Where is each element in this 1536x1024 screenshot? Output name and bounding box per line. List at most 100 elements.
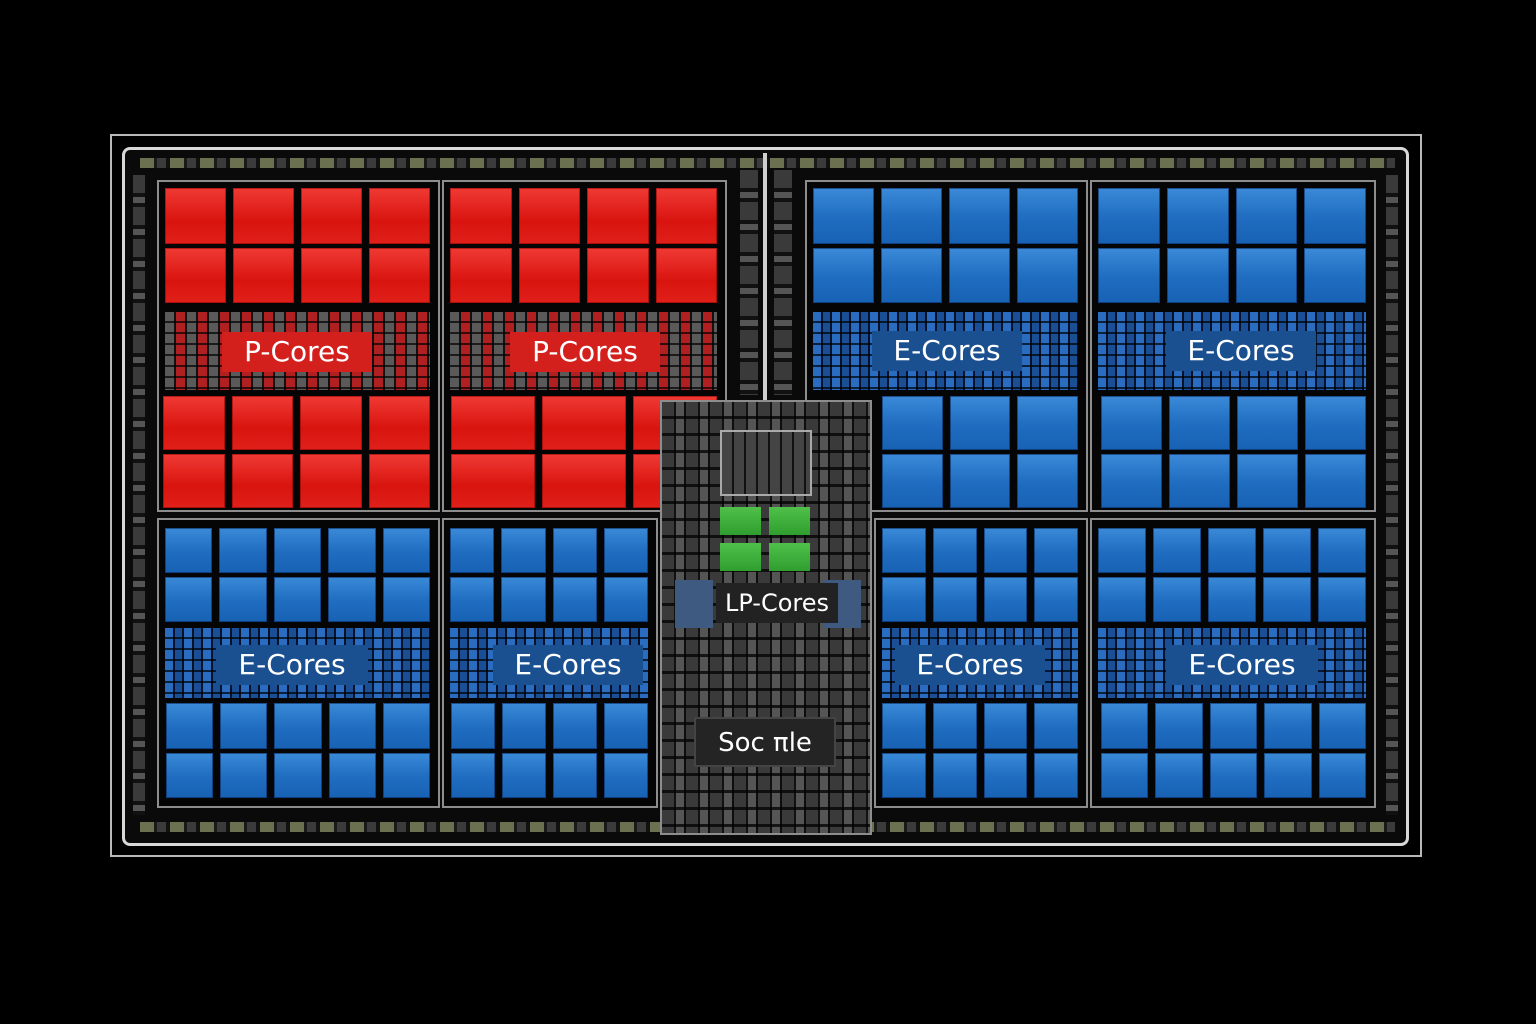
- p-core: [163, 396, 225, 450]
- e-core: [603, 577, 648, 622]
- e-core: [382, 703, 430, 749]
- p-core: [369, 247, 430, 303]
- e-core: [219, 577, 267, 622]
- soc-tile-label: Soc πle: [694, 717, 836, 767]
- p-core: [655, 247, 717, 303]
- lp-cores-label: LP-Cores: [716, 583, 838, 623]
- e-core: [1264, 752, 1312, 798]
- e-core: [1098, 188, 1160, 244]
- e-core: [382, 577, 430, 622]
- p-core: [542, 396, 626, 450]
- e-core: [1237, 396, 1298, 450]
- e-core: [983, 577, 1028, 622]
- p-core: [451, 396, 535, 450]
- p-core: [450, 247, 512, 303]
- e-core: [1017, 454, 1078, 508]
- p-core: [369, 188, 430, 244]
- e-cores-label-bottom-1: E-Cores: [216, 645, 368, 685]
- e-core: [813, 247, 874, 303]
- e-core: [328, 703, 376, 749]
- e-core: [983, 752, 1028, 798]
- e-core: [501, 577, 546, 622]
- e-core: [1166, 188, 1229, 244]
- p-core: [233, 188, 294, 244]
- p-cores-label-1: P-Cores: [222, 332, 372, 372]
- e-core: [1263, 528, 1311, 573]
- e-core: [1017, 188, 1078, 244]
- e-core: [1208, 577, 1256, 622]
- e-core: [1153, 528, 1201, 573]
- e-core: [165, 577, 213, 622]
- e-core: [273, 528, 322, 573]
- e-cores-label-bottom-3: E-Cores: [895, 645, 1045, 685]
- e-core: [553, 703, 597, 749]
- e-core: [1318, 528, 1366, 573]
- e-core: [882, 396, 943, 450]
- p-core: [655, 188, 717, 244]
- die-edge-top: [140, 158, 1395, 168]
- e-core: [983, 528, 1028, 573]
- e-core: [1101, 396, 1162, 450]
- e-cores-label-top-2: E-Cores: [1166, 331, 1316, 371]
- e-core: [1209, 752, 1258, 798]
- e-core: [1318, 752, 1366, 798]
- e-core: [1101, 454, 1162, 508]
- e-core: [1166, 247, 1229, 303]
- p-core: [231, 454, 293, 508]
- e-core: [502, 752, 546, 798]
- e-core: [220, 752, 268, 798]
- e-core: [450, 528, 495, 573]
- lp-core: [769, 507, 810, 535]
- e-core: [1155, 752, 1203, 798]
- center-divider: [763, 153, 767, 403]
- e-core: [604, 752, 648, 798]
- e-core: [813, 188, 874, 244]
- e-core: [274, 752, 322, 798]
- e-core: [220, 703, 268, 749]
- e-core: [552, 577, 597, 622]
- e-core: [1305, 396, 1366, 450]
- e-core: [1169, 454, 1230, 508]
- p-cores-label-2: P-Cores: [510, 332, 660, 372]
- e-core: [932, 528, 977, 573]
- e-core: [165, 528, 213, 573]
- interconnect-left: [740, 170, 758, 395]
- e-core: [1101, 703, 1149, 749]
- p-core: [542, 454, 626, 508]
- p-core: [233, 247, 294, 303]
- e-core: [328, 577, 376, 622]
- e-core: [881, 247, 942, 303]
- p-core: [587, 247, 649, 303]
- p-core: [587, 188, 649, 244]
- e-core-cache-band: [1098, 312, 1366, 390]
- p-core: [163, 454, 225, 508]
- e-core: [882, 454, 943, 508]
- e-core: [1318, 703, 1366, 749]
- e-core: [502, 703, 546, 749]
- lp-core: [769, 543, 810, 571]
- e-core: [1237, 454, 1298, 508]
- e-core: [382, 528, 430, 573]
- die-edge-right: [1386, 175, 1398, 815]
- e-core: [166, 752, 214, 798]
- e-core: [949, 188, 1010, 244]
- e-core: [1305, 454, 1366, 508]
- die-edge-left: [133, 175, 145, 815]
- lp-core: [720, 507, 761, 535]
- e-core: [983, 703, 1028, 749]
- e-core: [1098, 247, 1160, 303]
- e-core: [328, 528, 376, 573]
- e-core: [273, 577, 322, 622]
- e-core: [219, 528, 267, 573]
- e-cores-label-bottom-4: E-Cores: [1166, 645, 1318, 685]
- p-core: [518, 188, 580, 244]
- p-core: [165, 247, 226, 303]
- e-core: [501, 528, 546, 573]
- p-core: [165, 188, 226, 244]
- p-core: [301, 188, 362, 244]
- p-core: [368, 454, 430, 508]
- e-core: [1017, 396, 1078, 450]
- e-core: [382, 752, 430, 798]
- p-core: [368, 396, 430, 450]
- e-core: [1034, 577, 1078, 622]
